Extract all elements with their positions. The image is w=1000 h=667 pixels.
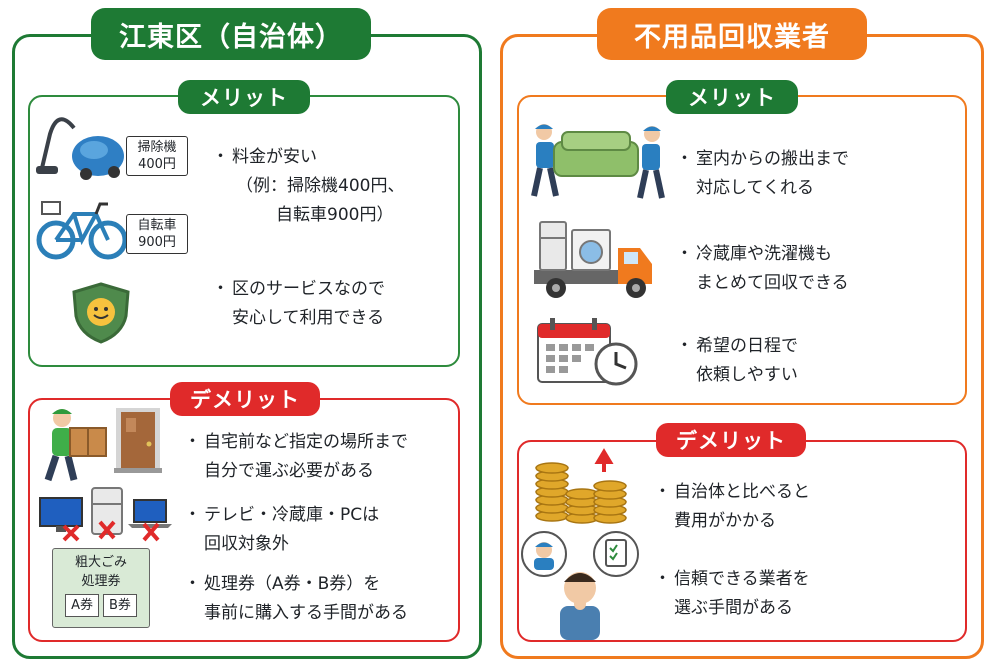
bicycle-icon bbox=[36, 201, 128, 260]
person-carrying-box-icon bbox=[44, 409, 107, 482]
coin-stacks-rising-icon bbox=[535, 448, 627, 524]
truck-appliances-icon bbox=[534, 221, 652, 298]
movers-carrying-sofa-icon bbox=[531, 124, 665, 199]
laptop-crossed-icon bbox=[128, 499, 172, 542]
bicycle-price-tag: 自転車 900円 bbox=[126, 214, 188, 254]
left-demerit-point-2: ・テレビ・冷蔵庫・PCは 回収対象外 bbox=[184, 505, 380, 554]
right-demerit-point-2: ・信頼できる業者を 選ぶ手間がある bbox=[654, 569, 810, 618]
vacuum-price-tag: 掃除機 400円 bbox=[126, 136, 188, 176]
left-merit-label: メリット bbox=[178, 80, 310, 114]
vacuum-icon bbox=[36, 117, 124, 180]
right-demerit-label: デメリット bbox=[656, 423, 806, 457]
left-merit-point-1: ・料金が安い （例：掃除機400円、 自転車900円） bbox=[212, 147, 405, 225]
right-merit-point-1: ・室内からの搬出まで 対応してくれる bbox=[676, 149, 849, 198]
left-demerit-point-3: ・処理券（A券・B券）を 事前に購入する手間がある bbox=[184, 574, 408, 623]
calendar-clock-icon bbox=[537, 318, 638, 386]
right-demerit-point-1: ・自治体と比べると 費用がかかる bbox=[654, 482, 810, 531]
door-icon bbox=[114, 408, 162, 473]
fridge-crossed-icon bbox=[91, 487, 123, 540]
left-demerit-label: デメリット bbox=[170, 382, 320, 416]
shield-smile-icon bbox=[72, 282, 130, 344]
right-merit-label: メリット bbox=[666, 80, 798, 114]
right-merit-point-3: ・希望の日程で 依頼しやすい bbox=[676, 336, 798, 385]
thinking-person-icon bbox=[521, 531, 639, 640]
tv-crossed-icon bbox=[39, 497, 83, 542]
right-merit-point-2: ・冷蔵庫や洗濯機も まとめて回収できる bbox=[676, 244, 849, 293]
left-title: 江東区（自治体） bbox=[91, 8, 371, 60]
left-merit-point-2: ・区のサービスなので 安心して利用できる bbox=[212, 279, 385, 328]
left-demerit-point-1: ・自宅前など指定の場所まで 自分で運ぶ必要がある bbox=[184, 432, 408, 481]
right-title: 不用品回収業者 bbox=[597, 8, 867, 60]
